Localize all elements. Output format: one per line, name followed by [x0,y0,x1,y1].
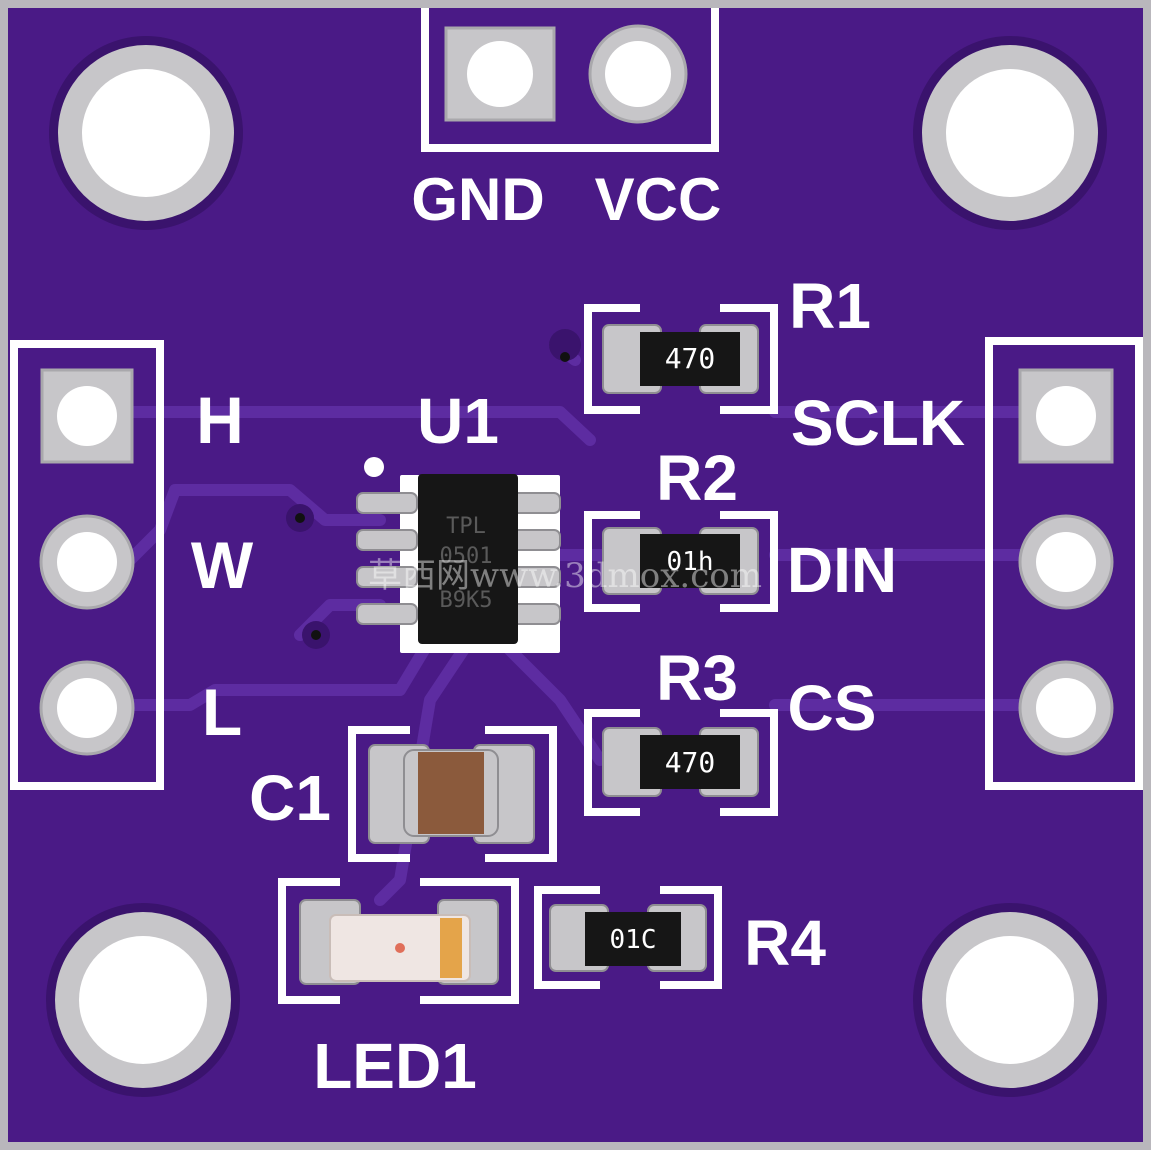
r3-resistor: 470 [584,709,778,816]
u1-marking-line3: B9K5 [440,588,493,613]
r2-resistor: 01h [584,511,778,612]
label-u1: U1 [417,385,499,457]
mounting-hole-top-right [913,36,1107,230]
vias [286,329,581,649]
u1-chip: TPL 0501 B9K5 [356,457,561,653]
r1-resistor: 470 [584,304,778,414]
label-w: W [191,528,254,602]
label-din: DIN [787,534,897,606]
u1-marking-line1: TPL [446,514,486,539]
mounting-hole-bottom-left [46,903,240,1097]
label-r1: R1 [789,270,871,342]
label-cs: CS [788,672,877,744]
label-gnd: GND [411,166,544,233]
label-r2: R2 [656,442,738,514]
power-header [421,8,719,152]
watermark: 草西网www.3dmox.com [368,556,762,596]
pin1-marker [364,457,384,477]
label-h: H [196,383,244,457]
label-vcc: VCC [595,166,722,233]
label-l: L [202,675,242,749]
r4-marking: 01C [610,925,657,955]
r1-marking: 470 [665,342,716,375]
mounting-hole-bottom-right [913,903,1107,1097]
label-r4: R4 [744,907,826,979]
r4-resistor: 01C [534,886,722,989]
r3-marking: 470 [665,746,716,779]
u1-marking-line2: 0501 [440,544,493,569]
left-header [10,340,164,790]
label-c1: C1 [249,762,331,834]
label-led1: LED1 [313,1030,477,1102]
label-r3: R3 [656,642,738,714]
label-sclk: SCLK [791,387,965,459]
right-header [985,337,1143,790]
c1-capacitor [348,726,557,862]
mounting-hole-top-left [49,36,243,230]
led1 [278,878,519,1004]
r2-marking: 01h [667,547,714,577]
